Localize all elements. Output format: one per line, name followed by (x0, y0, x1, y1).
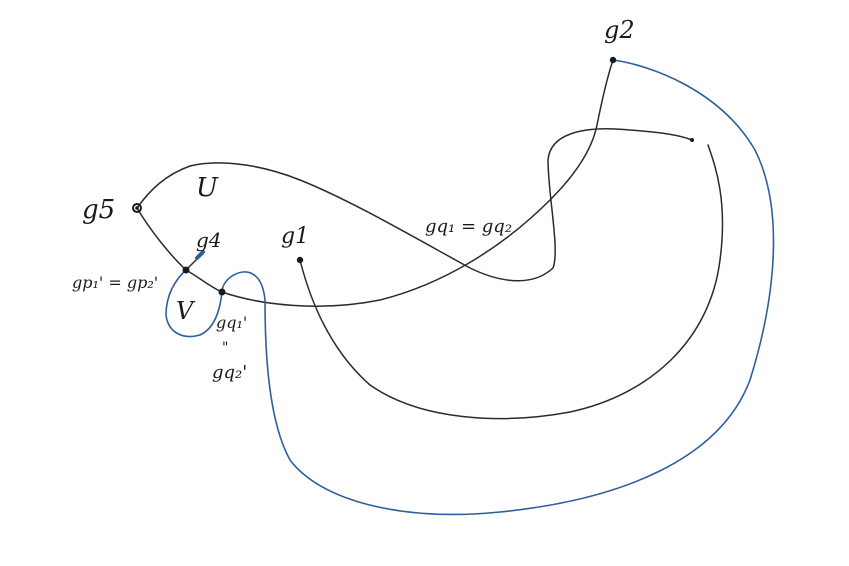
point-gp1 (182, 266, 190, 274)
point-end-black (690, 138, 694, 142)
label-g5: g5 (82, 195, 115, 225)
point-g2 (609, 56, 617, 64)
region-u-boundary (136, 128, 693, 282)
blue-loop-v (165, 269, 223, 338)
blue-mark-g4 (195, 250, 205, 260)
blue-curve-g2 (221, 59, 775, 516)
label-gq1-prime: gq₁' (216, 313, 247, 332)
label-g2: g2 (604, 16, 635, 44)
label-g1: g1 (281, 224, 309, 249)
point-g5-center (135, 206, 139, 210)
label-gq2-prime: gq₂' (212, 362, 247, 383)
label-gq1-eq: gq₁ = gq₂ (425, 216, 512, 237)
label-g4: g4 (196, 228, 222, 252)
label-v: V (176, 297, 196, 325)
label-gp1-eq: gp₁' = gp₂' (72, 273, 158, 292)
label-equals-mark: " (222, 340, 228, 356)
label-u: U (196, 173, 219, 203)
point-g5 (132, 203, 142, 213)
point-gq1-prime (218, 288, 226, 296)
region-u-lower (136, 59, 614, 307)
curve-from-g1 (299, 144, 724, 420)
point-g1 (296, 256, 304, 264)
